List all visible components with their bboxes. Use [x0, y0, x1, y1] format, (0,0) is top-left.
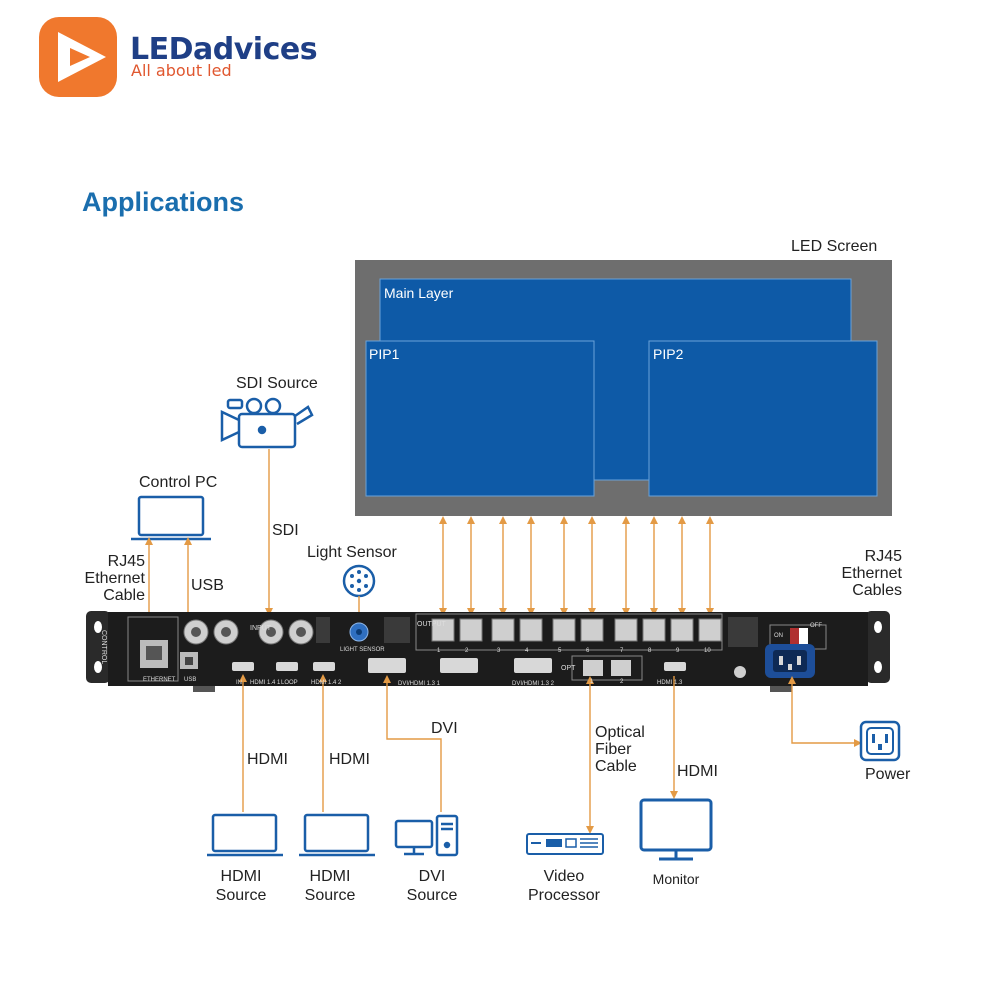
monitor-label: Monitor	[652, 871, 700, 887]
rj45-left-line-1: RJ45	[107, 553, 145, 570]
power-outlet-icon	[859, 720, 901, 762]
rj45-right-line-3: Cables	[852, 582, 902, 599]
light-sensor-label: Light Sensor	[307, 544, 397, 561]
bnc-connectors	[183, 619, 314, 645]
rj45-left-line-2: Ethernet	[84, 570, 145, 587]
camera-icon	[220, 397, 314, 449]
monitor-icon	[639, 798, 713, 861]
rj45-right-line-2: Ethernet	[841, 565, 902, 582]
ledadvices-logo-icon	[39, 17, 117, 97]
pip2-layer	[648, 340, 878, 497]
video-processor-line-1: Video	[543, 868, 585, 885]
usb-label: USB	[191, 577, 224, 594]
brand-name: LEDadvices	[130, 32, 318, 67]
pip1-layer	[365, 340, 595, 497]
optical-line-1: Optical	[595, 724, 645, 741]
rj45-right-line-1: RJ45	[864, 548, 902, 565]
output-ethernet-ports	[431, 618, 722, 642]
hdmi-input-ports	[232, 662, 335, 671]
section-title: Applications	[82, 187, 245, 217]
hdmi-source-1-line-2: Source	[215, 887, 267, 904]
hdmi-monitor-cable-label: HDMI	[677, 763, 718, 780]
hdmi-source-2-laptop-icon	[299, 813, 375, 857]
hdmi-source-1-laptop-icon	[207, 813, 283, 857]
sdi-cable-label: SDI	[272, 522, 299, 539]
hdmi-source-1-line-1: HDMI	[220, 868, 262, 885]
dvi-source-line-1: DVI	[418, 868, 446, 885]
power-label: Power	[865, 766, 911, 783]
video-processor-line-2: Processor	[527, 887, 601, 904]
led-screen-label: LED Screen	[791, 238, 878, 255]
laptop-icon	[131, 495, 211, 541]
logo-play-inner	[70, 48, 90, 66]
brand-tagline: All about led	[131, 61, 232, 80]
optical-line-3: Cable	[595, 758, 637, 775]
dvi-input-ports	[368, 658, 552, 673]
video-processor-icon	[526, 833, 604, 855]
led-screen	[355, 260, 892, 516]
output-arrows	[439, 516, 714, 616]
dvi-cable-line	[383, 675, 442, 812]
optical-line-2: Fiber	[595, 741, 632, 758]
light-sensor-icon	[342, 564, 376, 598]
pip1-label: PIP1	[369, 346, 400, 362]
desktop-computer-icon	[394, 814, 459, 857]
hdmi-cable-2-label: HDMI	[329, 751, 370, 768]
control-pc-label: Control PC	[139, 474, 218, 491]
main-layer-label: Main Layer	[384, 285, 454, 301]
pip2-label: PIP2	[653, 346, 684, 362]
hdmi-source-2-line-2: Source	[304, 887, 356, 904]
hdmi-cable-1-label: HDMI	[247, 751, 288, 768]
sdi-source-label: SDI Source	[236, 375, 318, 392]
hdmi-source-2-line-1: HDMI	[309, 868, 351, 885]
power-line	[788, 676, 862, 747]
rj45-left-line-3: Cable	[103, 587, 145, 604]
dvi-source-line-2: Source	[406, 887, 458, 904]
video-controller-device	[86, 611, 890, 692]
dvi-cable-label: DVI	[431, 720, 458, 737]
